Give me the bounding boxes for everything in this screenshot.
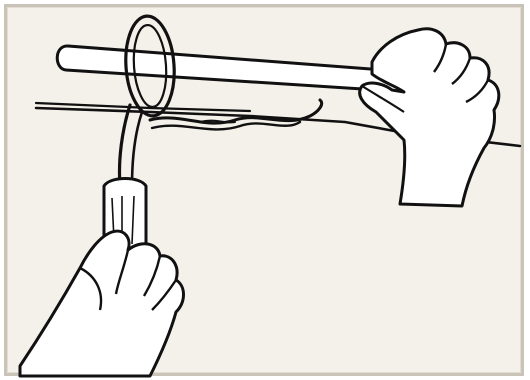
hand-left-icon [20, 179, 184, 377]
hand-right-icon [360, 29, 499, 206]
hook-icon [119, 14, 177, 186]
